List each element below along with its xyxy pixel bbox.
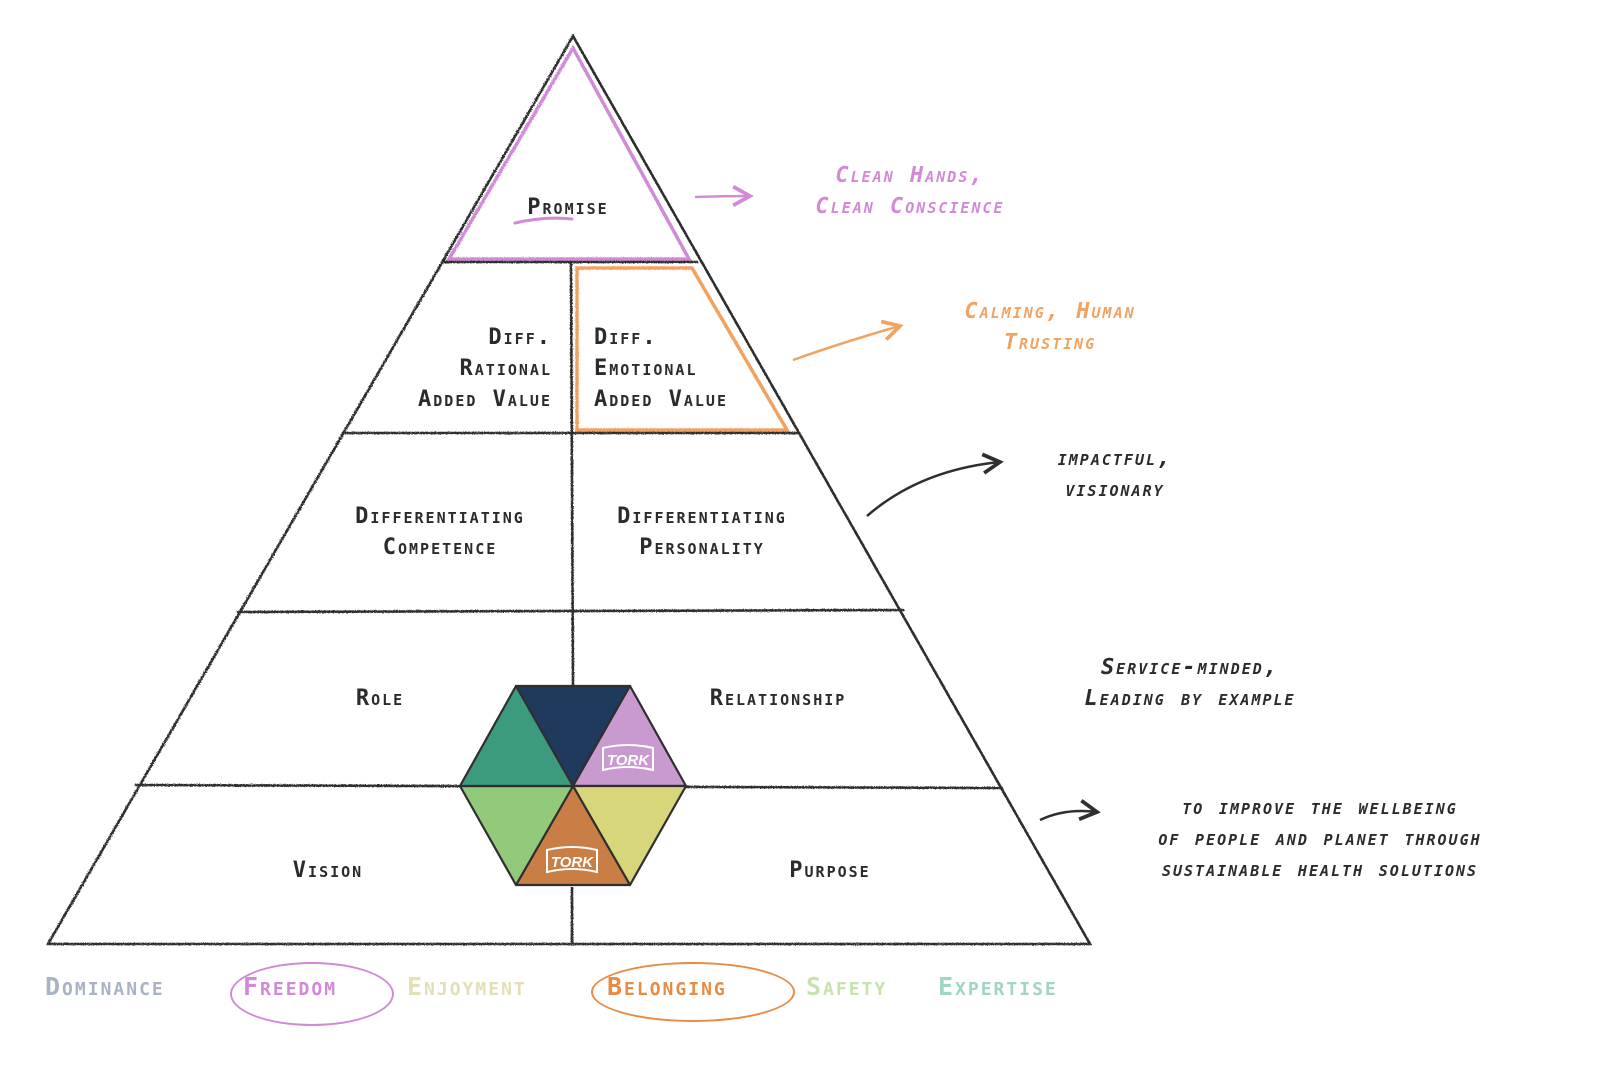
hex-segment-teal bbox=[458, 684, 575, 788]
purpose-annotation-line-2: of people and planet through bbox=[1158, 826, 1482, 850]
tork-logo-bottom: TORK bbox=[546, 846, 598, 874]
vision-label: Vision bbox=[292, 858, 364, 883]
personality-line-1: Differentiating bbox=[617, 504, 787, 529]
purpose-annotation-line-1: to improve the wellbeing bbox=[1182, 795, 1458, 819]
legend-freedom: Freedom bbox=[243, 972, 338, 1001]
emotional-value-label: Diff. Emotional Added Value bbox=[594, 322, 786, 415]
tork-logo-top: TORK bbox=[602, 744, 654, 772]
personality-label: Differentiating Personality bbox=[562, 501, 842, 563]
archetype-hexagon bbox=[458, 684, 688, 887]
legend-enjoyment: Enjoyment bbox=[407, 972, 527, 1001]
legend-belonging-circle bbox=[591, 962, 795, 1022]
promise-annotation-line-1: Clean Hands, bbox=[835, 163, 985, 188]
promise-annotation: Clean Hands, Clean Conscience bbox=[780, 160, 1040, 222]
relationship-annotation-line-2: Leading by example bbox=[1084, 686, 1296, 711]
tork-logo-top-text: TORK bbox=[607, 752, 650, 769]
emotional-highlight bbox=[575, 266, 791, 432]
emotional-annotation: Calming, Human Trusting bbox=[920, 296, 1180, 358]
competence-line-1: Differentiating bbox=[355, 504, 525, 529]
rational-line-2: Rational bbox=[459, 356, 552, 381]
emotional-annotation-line-2: Trusting bbox=[1003, 330, 1097, 355]
arrow-promise bbox=[694, 196, 750, 197]
competence-line-2: Competence bbox=[382, 535, 498, 560]
legend-safety: Safety bbox=[806, 972, 888, 1001]
center-line-top bbox=[569, 260, 575, 687]
rational-line-3: Added Value bbox=[418, 387, 552, 412]
legend-dominance: Dominance bbox=[45, 972, 165, 1001]
competence-label: Differentiating Competence bbox=[300, 501, 580, 563]
rational-line-1: Diff. bbox=[488, 325, 552, 350]
relationship-annotation: Service-minded, Leading by example bbox=[1045, 652, 1335, 714]
arrow-emotional bbox=[792, 326, 900, 362]
rational-value-label: Diff. Rational Added Value bbox=[360, 322, 552, 415]
purpose-label: Purpose bbox=[789, 858, 871, 883]
role-label: Role bbox=[355, 686, 405, 711]
personality-line-2: Personality bbox=[639, 535, 765, 560]
promise-highlight bbox=[445, 44, 692, 261]
pyramid-outline bbox=[45, 33, 1093, 946]
relationship-annotation-line-1: Service-minded, bbox=[1100, 655, 1280, 680]
legend-expertise: Expertise bbox=[938, 972, 1058, 1001]
promise-annotation-line-2: Clean Conscience bbox=[815, 194, 1005, 219]
legend-belonging: Belonging bbox=[607, 972, 727, 1001]
emotional-annotation-line-1: Calming, Human bbox=[964, 299, 1136, 324]
arrow-purpose bbox=[1039, 811, 1097, 822]
relationship-label: Relationship bbox=[709, 686, 847, 711]
promise-label: Promise bbox=[527, 195, 609, 220]
emotional-line-3: Added Value bbox=[594, 387, 728, 412]
purpose-annotation: to improve the wellbeing of people and p… bbox=[1105, 792, 1535, 885]
divider-3 bbox=[236, 608, 905, 614]
emotional-line-1: Diff. bbox=[594, 325, 658, 350]
emotional-line-2: Emotional bbox=[594, 356, 698, 381]
personality-annotation: impactful, visionary bbox=[1010, 443, 1220, 505]
purpose-annotation-line-3: sustainable health solutions bbox=[1161, 857, 1479, 881]
personality-annotation-line-1: impactful, bbox=[1057, 446, 1173, 471]
legend-freedom-circle bbox=[230, 962, 394, 1026]
arrow-personality bbox=[866, 462, 1000, 517]
tork-logo-bottom-text: TORK bbox=[551, 854, 594, 871]
personality-annotation-line-2: visionary bbox=[1065, 477, 1165, 502]
promise-underline bbox=[513, 216, 574, 225]
